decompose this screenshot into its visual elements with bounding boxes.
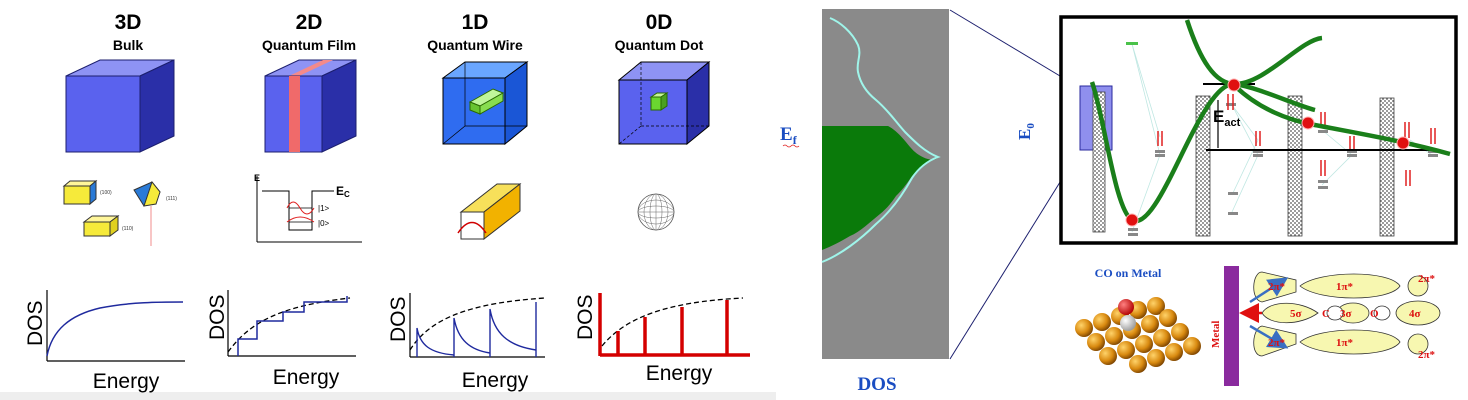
metal-label: Metal bbox=[1210, 321, 1222, 348]
dos-1d-xlabel: Energy bbox=[462, 369, 529, 392]
atom-c: C bbox=[1322, 308, 1330, 320]
wire-cube bbox=[441, 61, 529, 146]
col-2d-dim: 2D bbox=[296, 11, 323, 34]
col-0d-dim: 0D bbox=[646, 11, 673, 34]
fermi-label: Ef bbox=[780, 124, 798, 147]
bulk-cube bbox=[65, 59, 175, 153]
facet-label-110: (110) bbox=[122, 226, 134, 232]
facet-label-100: (100) bbox=[100, 190, 112, 196]
orbital-2pi-bottom: 2π* bbox=[1268, 337, 1286, 349]
dos-plot-3d: DOS Energy bbox=[24, 290, 185, 393]
wire-prism bbox=[457, 182, 522, 241]
col-3d-dim: 3D bbox=[115, 11, 142, 34]
mid-dos-xlabel: DOS bbox=[857, 374, 896, 395]
orbital-1pi-top: 1π* bbox=[1336, 281, 1354, 293]
dos-2d-xlabel: Energy bbox=[273, 366, 340, 389]
dos-1d-ylabel: DOS bbox=[387, 296, 410, 342]
dos-plot-2d: DOS Energy bbox=[206, 290, 356, 389]
well-e-axis: E bbox=[254, 173, 260, 183]
dos-3d-ylabel: DOS bbox=[24, 300, 47, 346]
orbital-2pi-top-right: 2π* bbox=[1418, 273, 1436, 285]
point-end bbox=[1396, 136, 1410, 150]
energy-box bbox=[1059, 15, 1458, 245]
dot-sphere bbox=[637, 193, 675, 231]
col-3d-name: Bulk bbox=[113, 37, 144, 53]
facet-label-111: (111) bbox=[166, 196, 177, 202]
occupied-states bbox=[822, 126, 938, 250]
mid-dos-panel: Ef DOS bbox=[780, 9, 1081, 395]
co-metal-label: CO on Metal bbox=[1095, 266, 1162, 280]
dos-0d-xlabel: Energy bbox=[646, 362, 713, 385]
col-1d-dim: 1D bbox=[462, 11, 489, 34]
well-level1: |1> bbox=[318, 204, 330, 213]
dos-plot-0d: DOS Energy bbox=[574, 293, 750, 385]
orbital-5sigma: 5σ bbox=[1290, 308, 1302, 320]
potential-well: E EC |1> |0> bbox=[254, 173, 362, 243]
energy-diagram: E0 bbox=[1015, 15, 1458, 245]
well-level0: |0> bbox=[318, 219, 330, 228]
co-on-metal: CO on Metal bbox=[1075, 266, 1201, 373]
well-ec: EC bbox=[336, 184, 350, 199]
dos-plot-1d: DOS Energy bbox=[387, 293, 546, 392]
orbital-4sigma: 4σ bbox=[1409, 308, 1421, 320]
point-mid bbox=[1301, 116, 1315, 130]
dos-3d-xlabel: Energy bbox=[93, 370, 160, 393]
col-0d-name: Quantum Dot bbox=[615, 37, 704, 53]
e0-label: E0 bbox=[1015, 123, 1037, 140]
col-1d-name: Quantum Wire bbox=[427, 37, 523, 53]
orbital-2pi-bottom-right: 2π* bbox=[1418, 349, 1436, 361]
eact-label: Eact bbox=[1213, 107, 1241, 129]
orbital-3sigma: 3σ bbox=[1340, 308, 1352, 320]
left-panel-footer bbox=[0, 392, 776, 400]
dot-cube bbox=[617, 60, 711, 146]
metal-bar bbox=[1224, 266, 1239, 386]
zoom-line-bottom bbox=[949, 149, 1081, 360]
column-headers: 3D Bulk 2D Quantum Film 1D Quantum Wire … bbox=[113, 11, 704, 53]
dos-2d-ylabel: DOS bbox=[206, 294, 229, 340]
crystal-facets: (100) (111) (110) bbox=[62, 179, 177, 246]
point-ts bbox=[1227, 78, 1241, 92]
dos-curve bbox=[821, 17, 941, 263]
orbital-2pi-top: 2π* bbox=[1268, 281, 1286, 293]
zoom-line-top bbox=[949, 9, 1081, 89]
dos-0d-ylabel: DOS bbox=[574, 294, 597, 340]
orbital-1pi-bottom: 1π* bbox=[1336, 337, 1354, 349]
col-2d-name: Quantum Film bbox=[262, 37, 356, 53]
point-min bbox=[1125, 213, 1139, 227]
potential-curve-a bbox=[1089, 81, 1316, 224]
orbital-diagram: Metal 2π* 1π* 2π* 5σ C 3σ O 4σ 2π* 1π* 2… bbox=[1210, 266, 1441, 386]
atom-o: O bbox=[1370, 308, 1379, 320]
film-cube bbox=[264, 59, 357, 153]
